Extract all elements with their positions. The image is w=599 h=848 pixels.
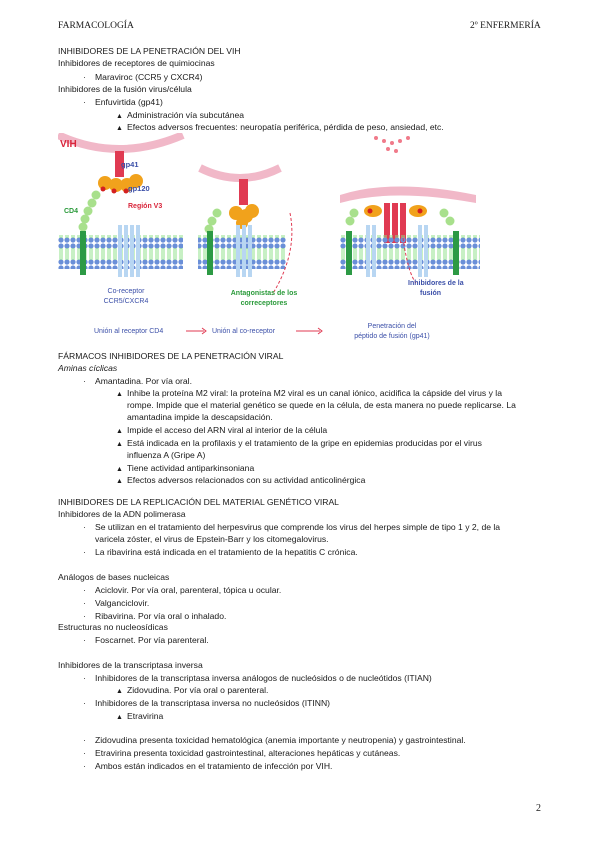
panel-fusion: Inhibidores de la fusión	[340, 136, 480, 297]
label-step-coreceptor: Unión al co-receptor	[212, 328, 276, 335]
list-item: ·Valganciclovir.	[83, 598, 150, 608]
section3-subtitle-nucleic: Análogos de bases nucleicas	[58, 572, 170, 582]
list-item-cont: varicela zóster, el virus de Epstein-Bar…	[95, 534, 329, 544]
page-number: 2	[536, 803, 541, 814]
list-item: ▲Está indicada en la profilaxis y el tra…	[116, 438, 482, 448]
label-cd4: CD4	[64, 208, 78, 215]
list-item: ·Zidovudina presenta toxicidad hematológ…	[83, 735, 466, 745]
label-antagonists: Antagonistas de los	[231, 290, 298, 297]
list-item-cont: rompe. Impide que el material genético s…	[127, 400, 516, 410]
list-item: ·Inhibidores de la transcriptasa inversa…	[83, 673, 432, 683]
list-item: ▲Efectos adversos relacionados con su ac…	[116, 475, 366, 485]
label-gp41: gp41	[121, 160, 139, 169]
list-item: ▲Etravirina	[116, 711, 164, 721]
section1-title: INHIBIDORES DE LA PENETRACIÓN DEL VIH	[58, 46, 241, 56]
label-region-v3: Región V3	[128, 203, 162, 210]
section3-title: INHIBIDORES DE LA REPLICACIÓN DEL MATERI…	[58, 497, 339, 507]
list-item: ·La ribavirina está indicada en el trata…	[83, 547, 358, 557]
panel-coreceptor-binding: Antagonistas de los correceptores	[198, 164, 298, 307]
label-step-cd4: Unión al receptor CD4	[94, 328, 163, 335]
list-item: ▲Inhibe la proteína M2 viral: la proteín…	[116, 388, 502, 398]
list-item: ·Ribavirina. Por vía oral o inhalado.	[83, 611, 227, 621]
list-item: ·Maraviroc (CCR5 y CXCR4)	[83, 72, 203, 82]
label-gp120: gp120	[128, 184, 150, 193]
section3-subtitle-rt: Inhibidores de la transcriptasa inversa	[58, 660, 203, 670]
label-fusion-inhibitors-2: fusión	[420, 290, 441, 297]
list-item-cont: influenza A (Gripe A)	[127, 450, 206, 460]
section1-subtitle-chemokine: Inhibidores de receptores de quimiocinas	[58, 58, 215, 68]
list-item-cont: amantadina impide la descapsidación.	[127, 412, 273, 422]
label-fusion-inhibitors: Inhibidores de la	[408, 280, 464, 287]
header-subject: FARMACOLOGÍA	[58, 21, 134, 31]
section3-subtitle-non-nucleosidic: Estructuras no nucleosídicas	[58, 622, 168, 632]
panel-cd4-binding: VIH gp41 gp120 Región V3 CD4 Co-receptor…	[58, 133, 185, 305]
list-item: ▲Tiene actividad antiparkinsoniana	[116, 463, 255, 473]
list-item: ·Etravirina presenta toxicidad gastroint…	[83, 748, 401, 758]
label-coreceptor: Co-receptor	[108, 288, 146, 295]
list-item: ·Enfuvirtida (gp41)	[83, 97, 163, 107]
header-course: 2º ENFERMERÍA	[470, 21, 541, 31]
hiv-entry-diagram: VIH gp41 gp120 Región V3 CD4 Co-receptor…	[58, 133, 480, 340]
list-item: ▲Efectos adversos frecuentes: neuropatía…	[116, 122, 444, 132]
label-antagonists-2: correceptores	[241, 300, 288, 307]
section3-subtitle-dna-pol: Inhibidores de la ADN polimerasa	[58, 509, 186, 519]
list-item: ·Amantadina. Por vía oral.	[83, 376, 192, 386]
list-item: ·Ambos están indicados en el tratamiento…	[83, 761, 333, 771]
section1-subtitle-fusion: Inhibidores de la fusión virus/célula	[58, 84, 192, 94]
list-item: ·Se utilizan en el tratamiento del herpe…	[83, 522, 501, 532]
list-item: ▲Administración vía subcutánea	[116, 110, 245, 120]
label-coreceptor-types: CCR5/CXCR4	[104, 298, 149, 305]
list-item: ·Aciclovir. Por vía oral, parenteral, tó…	[83, 585, 282, 595]
section2-title: FÁRMACOS INHIBIDORES DE LA PENETRACIÓN V…	[58, 351, 284, 361]
label-step-penetration: Penetración del	[368, 323, 417, 330]
section2-subtitle: Aminas cíclicas	[58, 363, 118, 373]
list-item: ·Foscarnet. Por vía parenteral.	[83, 635, 209, 645]
list-item: ▲Impide el acceso del ARN viral al inter…	[116, 425, 328, 435]
list-item: ·Inhibidores de la transcriptasa inversa…	[83, 698, 331, 708]
label-step-penetration-2: péptido de fusión (gp41)	[354, 333, 430, 340]
list-item: ▲Zidovudina. Por vía oral o parenteral.	[116, 685, 269, 695]
label-vih: VIH	[60, 139, 77, 150]
